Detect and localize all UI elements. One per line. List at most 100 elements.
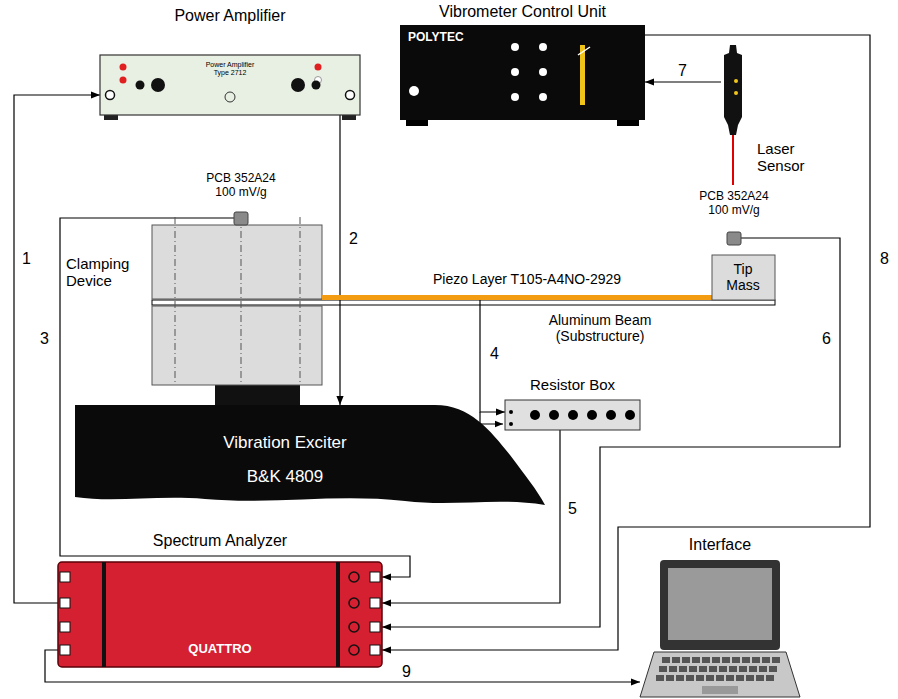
resistor-knob: [568, 410, 578, 420]
part-label: Aluminum Beam (Substructure): [540, 312, 660, 344]
key: [712, 657, 720, 663]
key: [719, 666, 727, 672]
resistor-box: Resistor Box: [505, 400, 640, 430]
screw: [225, 92, 235, 102]
key: [752, 657, 760, 663]
exciter-stub: [215, 385, 300, 406]
key: [709, 666, 717, 672]
key: [699, 666, 707, 672]
bolt-axis: [241, 217, 242, 385]
signal-wire: [382, 35, 870, 650]
resistor-knob: [530, 410, 540, 420]
signal-wire: [645, 81, 721, 82]
unit-foot: [617, 120, 639, 126]
output-jack: [106, 91, 115, 100]
resistor-knob: [625, 410, 635, 420]
amp-foot: [104, 115, 118, 120]
knob: [136, 81, 145, 90]
node-outline: [322, 295, 712, 300]
laptop-display: [668, 568, 772, 640]
node-label: Vibration Exciter: [175, 433, 395, 453]
resistor-body: [505, 400, 640, 430]
analyzer-body: [58, 562, 382, 667]
connector-socket: [349, 572, 359, 582]
key: [666, 675, 674, 681]
key: [746, 675, 754, 681]
resistor-knob: [587, 410, 597, 420]
key: [702, 657, 710, 663]
node-outline: [721, 45, 745, 135]
node-label: Resistor Box: [505, 376, 640, 393]
key: [659, 666, 667, 672]
tip-mass-body: [712, 255, 775, 300]
unit-body: [400, 25, 645, 120]
key: [716, 675, 724, 681]
aluminum-beam: [152, 300, 775, 305]
port: [370, 645, 380, 655]
node-label: Clamping Device: [66, 255, 146, 290]
control-button: [539, 43, 547, 51]
connector-socket: [349, 622, 359, 632]
accelerometer: PCB 352A24 100 mV/g: [234, 212, 248, 225]
laptop-interface: Interface: [640, 560, 800, 697]
key: [736, 675, 744, 681]
callout-number: 8: [878, 250, 891, 268]
key: [689, 666, 697, 672]
key: [742, 657, 750, 663]
key: [729, 666, 737, 672]
key: [656, 675, 664, 681]
callout-number: 2: [347, 230, 360, 248]
port: [60, 622, 70, 632]
laser-beam: [732, 135, 734, 185]
accelerometer: PCB 352A24 100 mV/g: [727, 232, 741, 245]
port: [370, 622, 380, 632]
key: [769, 666, 777, 672]
amp-foot: [342, 115, 356, 120]
amp-panel: [100, 55, 360, 115]
key: [732, 657, 740, 663]
accelerometer-body: [727, 232, 741, 245]
knob: [151, 78, 165, 92]
callout-number: 1: [20, 250, 33, 268]
key: [756, 675, 764, 681]
key: [696, 675, 704, 681]
node-outline: [727, 232, 741, 245]
slider-marker: [578, 47, 590, 55]
control-button: [511, 43, 519, 51]
key: [662, 657, 670, 663]
piezo-strip: [322, 295, 712, 300]
node-label: Power Amplifier: [130, 7, 330, 25]
key: [672, 657, 680, 663]
callout-number: 9: [400, 663, 413, 681]
indicator-led: [315, 64, 322, 71]
node-outline: [152, 225, 322, 385]
callout-number: 7: [676, 62, 689, 80]
key: [676, 675, 684, 681]
piezo-wire: [480, 412, 503, 424]
port: [60, 645, 70, 655]
output-jack: [346, 91, 355, 100]
signal-wire: [60, 218, 410, 577]
node-outline: [640, 560, 800, 697]
laser-sensor: Laser Sensor: [721, 45, 745, 135]
terminal: [509, 422, 513, 426]
laptop-base: [640, 652, 800, 697]
touchpad: [702, 686, 738, 694]
callout-number: 4: [488, 345, 501, 363]
knob: [291, 78, 305, 92]
signal-wire: [480, 300, 505, 412]
key: [692, 657, 700, 663]
terminal: [509, 410, 513, 414]
node-outline: [505, 400, 640, 430]
accelerometer-body: [234, 212, 248, 225]
callout-number: 5: [566, 500, 579, 518]
vibration-exciter: Vibration ExciterB&K 4809: [75, 405, 545, 505]
key: [722, 657, 730, 663]
control-button: [539, 68, 547, 76]
control-button: [511, 68, 519, 76]
node-outline: [75, 405, 545, 505]
key: [679, 666, 687, 672]
node-sublabel: QUATTRO: [170, 642, 270, 657]
key: [749, 666, 757, 672]
laser-head: [724, 45, 742, 135]
